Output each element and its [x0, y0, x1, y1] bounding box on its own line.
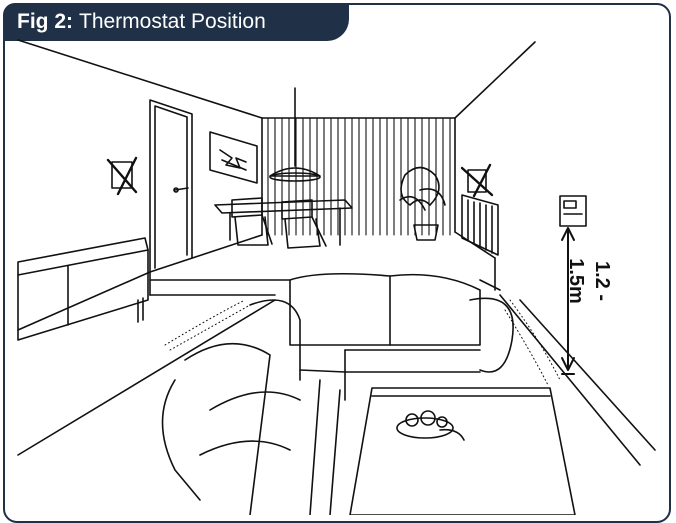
wall-picture [209, 131, 258, 184]
wrong-thermostat-right [460, 163, 494, 198]
fruit-bowl [396, 410, 465, 441]
pendant-lamp [269, 87, 321, 182]
rug-edges [164, 299, 561, 386]
figure-label: Fig 2: [17, 10, 73, 33]
wrong-thermostat-left [106, 156, 138, 196]
corner-sofa [161, 272, 514, 515]
radiator [461, 194, 499, 256]
height-range-label: 1.2 - 1.5m [565, 258, 613, 304]
sideboard [17, 237, 149, 341]
figure-title-bar: Fig 2: Thermostat Position [3, 3, 349, 41]
coffee-table [349, 387, 576, 515]
figure-caption: Thermostat Position [79, 10, 266, 33]
door [149, 99, 193, 273]
dining-set [214, 197, 353, 249]
room-walls [17, 39, 656, 466]
curtains [267, 117, 451, 236]
thermostat-icon [559, 195, 587, 227]
potted-plant [399, 166, 446, 241]
height-measurement-arrow [561, 227, 575, 375]
